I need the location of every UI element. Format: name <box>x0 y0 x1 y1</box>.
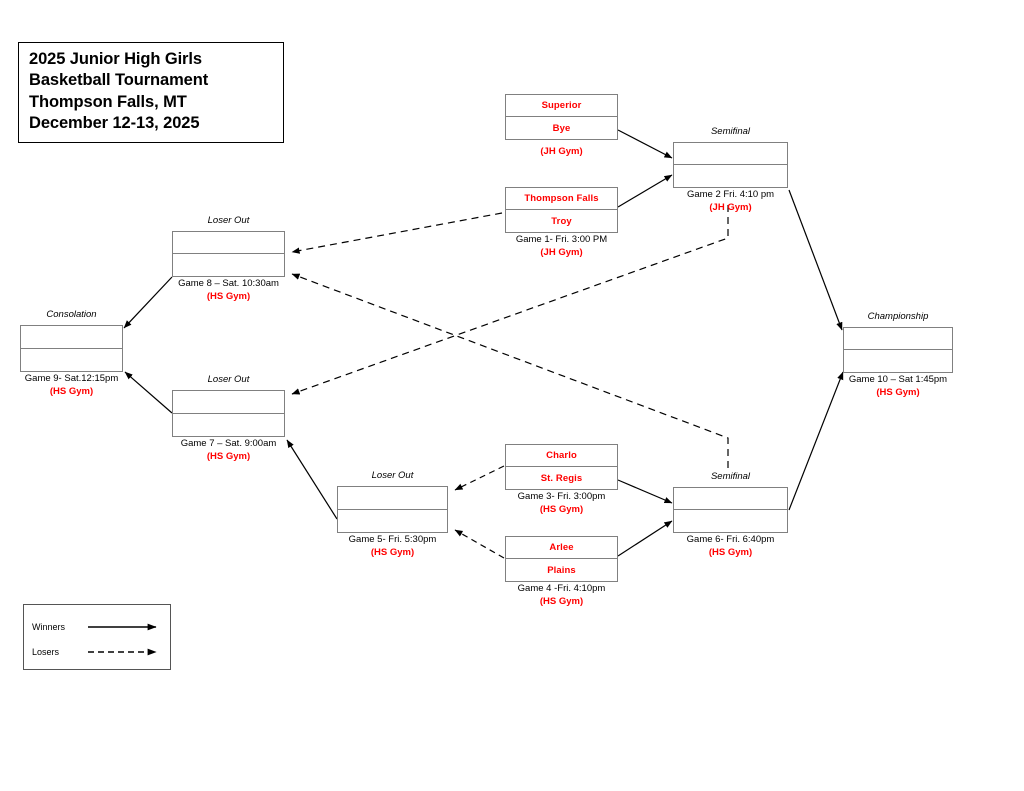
game8-caption: Game 8 – Sat. 10:30am (HS Gym) <box>172 278 285 303</box>
title-line-3: Thompson Falls, MT <box>29 92 187 111</box>
game7-box[interactable] <box>172 390 285 437</box>
game10-team-top[interactable] <box>844 328 952 350</box>
game-superior-bye-gym: (JH Gym) <box>540 146 583 157</box>
winners-arrow-icon <box>88 623 157 631</box>
game2-time: Game 2 Fri. 4:10 pm <box>686 189 775 200</box>
loser-line-game6-to-game8 <box>291 273 729 468</box>
game6-team-top[interactable] <box>674 488 787 510</box>
game7-time: Game 7 – Sat. 9:00am <box>180 438 277 449</box>
losers-arrow-icon <box>88 648 157 656</box>
game2-box[interactable] <box>673 142 788 188</box>
game3-gym: (HS Gym) <box>539 503 584 515</box>
game2-caption: Game 2 Fri. 4:10 pm (JH Gym) <box>673 189 788 214</box>
game6-caption: Game 6- Fri. 6:40pm (HS Gym) <box>673 534 788 559</box>
tournament-title-block: 2025 Junior High Girls Basketball Tourna… <box>18 42 284 144</box>
game3-box[interactable]: Charlo St. Regis <box>505 444 618 490</box>
game1-caption: Game 1- Fri. 3:00 PM (JH Gym) <box>505 234 618 259</box>
winner-line-game6-to-game10 <box>788 371 844 511</box>
title-line-2: Basketball Tournament <box>29 71 209 90</box>
game7-team-bottom[interactable] <box>173 414 284 437</box>
game7-gym: (HS Gym) <box>206 450 251 462</box>
game8-box[interactable] <box>172 231 285 277</box>
game-superior-bye-team-bottom[interactable]: Bye <box>552 122 571 134</box>
loser-line-game1-to-game8 <box>291 212 503 254</box>
game5-gym: (HS Gym) <box>370 546 415 558</box>
legend-losers-label: Losers <box>32 647 60 657</box>
legend: Winners Losers <box>23 604 171 670</box>
game3-caption: Game 3- Fri. 3:00pm (HS Gym) <box>505 491 618 516</box>
game3-team-top[interactable]: Charlo <box>506 445 617 467</box>
game5-team-bottom[interactable] <box>338 510 447 533</box>
game10-header: Championship <box>867 311 929 322</box>
loser-line-game4-to-game5 <box>454 529 505 559</box>
game5-time: Game 5- Fri. 5:30pm <box>348 534 437 545</box>
game4-box[interactable]: Arlee Plains <box>505 536 618 582</box>
game4-gym: (HS Gym) <box>539 595 584 607</box>
game1-time: Game 1- Fri. 3:00 PM <box>515 234 608 245</box>
game1-gym: (JH Gym) <box>540 246 583 258</box>
game9-time: Game 9- Sat.12:15pm <box>24 373 119 384</box>
game9-gym: (HS Gym) <box>49 385 94 397</box>
game2-team-bottom[interactable] <box>674 165 787 187</box>
game6-team-bottom[interactable] <box>674 510 787 532</box>
game2-header: Semifinal <box>710 126 751 137</box>
game10-team-bottom[interactable] <box>844 350 952 372</box>
game2-team-top[interactable] <box>674 143 787 165</box>
game-superior-bye-caption: (JH Gym) <box>505 146 618 159</box>
game-superior-bye-team-top[interactable]: Superior <box>506 95 617 117</box>
winner-line-game8-to-game9 <box>123 276 173 329</box>
game6-time: Game 6- Fri. 6:40pm <box>686 534 775 545</box>
game9-caption: Game 9- Sat.12:15pm (HS Gym) <box>20 373 123 398</box>
game7-team-top[interactable] <box>173 391 284 414</box>
game8-header: Loser Out <box>207 215 250 226</box>
winner-line-superior-to-game2 <box>617 129 673 159</box>
winner-line-game4-to-game6 <box>617 520 673 557</box>
game9-team-top[interactable] <box>21 326 122 349</box>
legend-winners-label: Winners <box>32 622 66 632</box>
game7-header: Loser Out <box>207 374 250 385</box>
game4-team-bottom[interactable]: Plains <box>547 564 576 576</box>
game9-header: Consolation <box>46 309 97 320</box>
winner-line-game7-to-game9 <box>124 371 173 414</box>
legend-row-winners: Winners <box>32 620 166 634</box>
loser-line-game3-to-game5 <box>454 465 505 491</box>
game8-gym: (HS Gym) <box>206 290 251 302</box>
game6-box[interactable] <box>673 487 788 533</box>
game9-box[interactable] <box>20 325 123 372</box>
legend-row-losers: Losers <box>32 645 166 659</box>
game7-caption: Game 7 – Sat. 9:00am (HS Gym) <box>172 438 285 463</box>
game2-gym: (JH Gym) <box>709 201 752 213</box>
game6-gym: (HS Gym) <box>708 546 753 558</box>
game4-caption: Game 4 -Fri. 4:10pm (HS Gym) <box>505 583 618 608</box>
game3-time: Game 3- Fri. 3:00pm <box>517 491 606 502</box>
game10-gym: (HS Gym) <box>876 386 920 398</box>
game5-header: Loser Out <box>371 470 414 481</box>
game8-team-bottom[interactable] <box>173 254 284 276</box>
game1-box[interactable]: Thompson Falls Troy <box>505 187 618 233</box>
game5-team-top[interactable] <box>338 487 447 510</box>
title-line-1: 2025 Junior High Girls <box>29 50 202 68</box>
game4-team-top[interactable]: Arlee <box>506 537 617 559</box>
game8-team-top[interactable] <box>173 232 284 254</box>
game4-time: Game 4 -Fri. 4:10pm <box>517 583 606 594</box>
game10-box[interactable] <box>843 327 953 373</box>
game6-header: Semifinal <box>710 471 751 482</box>
title-line-4: December 12-13, 2025 <box>29 113 200 132</box>
game-superior-bye-box[interactable]: Superior Bye <box>505 94 618 140</box>
game3-team-bottom[interactable]: St. Regis <box>540 472 583 484</box>
winner-line-game3-to-game6 <box>617 479 673 504</box>
game1-team-bottom[interactable]: Troy <box>551 215 572 227</box>
winner-line-game1-to-game2 <box>617 174 673 208</box>
game10-time: Game 10 – Sat 1:45pm <box>848 374 948 385</box>
winner-line-game2-to-game10 <box>788 189 843 331</box>
game1-team-top[interactable]: Thompson Falls <box>506 188 617 210</box>
game10-caption: Game 10 – Sat 1:45pm (HS Gym) <box>843 374 953 399</box>
game5-box[interactable] <box>337 486 448 533</box>
game5-caption: Game 5- Fri. 5:30pm (HS Gym) <box>337 534 448 559</box>
game9-team-bottom[interactable] <box>21 349 122 372</box>
game8-time: Game 8 – Sat. 10:30am <box>178 278 279 289</box>
winner-line-game5-to-game7 <box>286 439 338 520</box>
